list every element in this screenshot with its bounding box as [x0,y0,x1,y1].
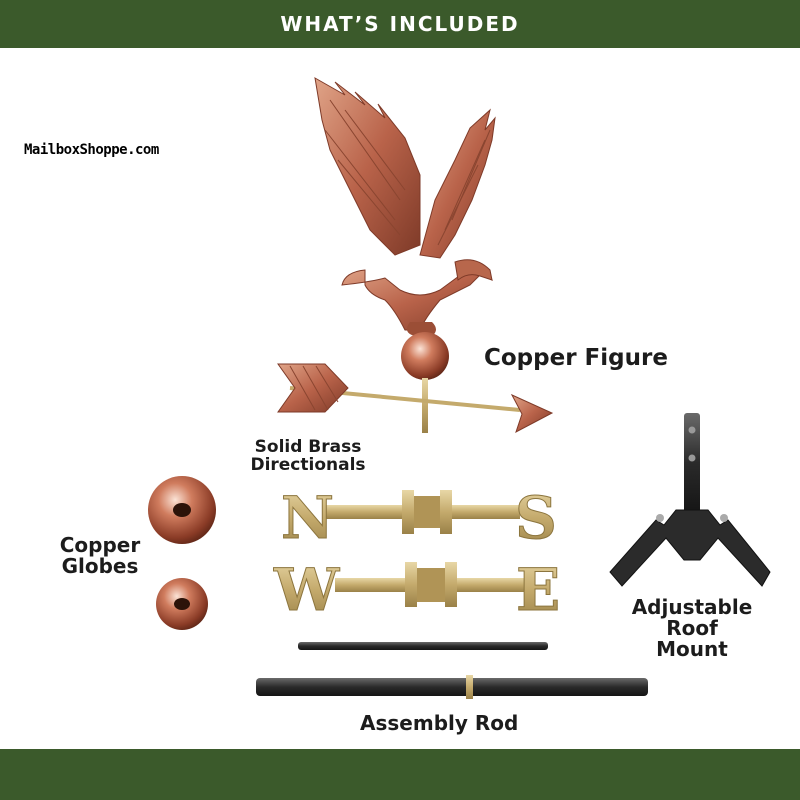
thick-assembly-rod [256,678,648,696]
brass-directionals-label: Solid Brass Directionals [248,437,368,475]
copper-eagle-figure [314,77,496,433]
east-letter: E [516,556,560,624]
header-title: WHAT’S INCLUDED [280,12,520,36]
copper-globes-label-line1: Copper [59,533,141,557]
roof-mount-label-line3: Mount [656,637,728,661]
roof-mount-label-line1: Adjustable [631,595,753,619]
roof-mount-label-line2: Roof [666,616,718,640]
brass-directionals-label-line1: Solid Brass [254,437,362,457]
thin-assembly-rod [298,642,548,650]
copper-arrow [277,363,554,434]
watermark-text: MailboxShoppe.com [24,142,159,158]
copper-globes-label: Copper Globes [50,535,150,577]
brass-directional-we: W E [273,556,561,625]
south-letter: S [515,484,557,552]
brass-directionals-label-line2: Directionals [250,454,366,475]
assembly-rod-label: Assembly Rod [360,711,519,735]
copper-globes [148,476,216,630]
footer-banner [0,749,800,800]
west-letter: W [273,556,340,624]
copper-figure-label: Copper Figure [484,345,668,371]
roof-mount [609,413,771,587]
north-letter: N [281,484,334,552]
roof-mount-label: Adjustable Roof Mount [628,597,756,660]
copper-globes-label-line2: Globes [61,554,139,578]
brass-directional-ns: N S [281,484,558,553]
header-banner: WHAT’S INCLUDED [0,0,800,48]
assembly-rods [256,642,648,699]
